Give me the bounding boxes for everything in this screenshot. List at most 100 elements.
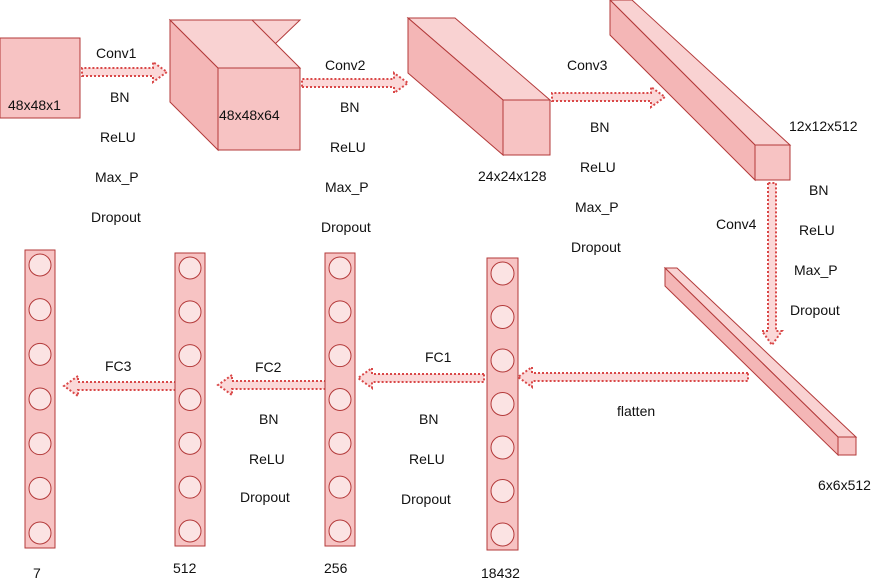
neuron: [328, 519, 352, 543]
neuron: [328, 300, 352, 324]
conv2-output-block: 24x24x128: [406, 16, 552, 184]
neuron: [28, 521, 52, 545]
neuron: [328, 388, 352, 411]
neuron: [178, 344, 202, 368]
conv1-op-conv: Conv1: [96, 45, 137, 61]
neuron: [178, 519, 202, 543]
neuron: [28, 432, 52, 456]
input-block: 48x48x1: [0, 37, 81, 119]
conv3-op-conv: Conv3: [567, 57, 608, 73]
column-18432: [486, 257, 519, 551]
conv3-output-block: 12x12x512: [609, 0, 858, 182]
fc1-arrow: [356, 366, 485, 390]
fc2-op-relu: ReLU: [249, 451, 285, 467]
neuron: [490, 261, 515, 286]
conv1-arrow: [81, 60, 169, 84]
conv2-op-relu: ReLU: [330, 139, 366, 155]
neuron: [490, 305, 515, 329]
fc3-op-fc: FC3: [105, 358, 132, 374]
conv1-ops: Conv1 BN ReLU Max_P Dropout: [91, 45, 141, 225]
conv1-output-label: 48x48x64: [219, 107, 280, 123]
flatten-label: flatten: [617, 403, 655, 419]
conv4-op-dropout: Dropout: [790, 302, 840, 318]
conv1-output-block: 48x48x64: [168, 18, 302, 152]
conv4-op-conv: Conv4: [716, 216, 757, 232]
conv1-op-bn: BN: [110, 89, 129, 105]
column-18432-label: 18432: [481, 565, 520, 581]
conv1-op-relu: ReLU: [100, 129, 136, 145]
neuron: [328, 431, 352, 455]
conv4-output-label: 6x6x512: [818, 477, 871, 493]
fc3-arrow: [62, 374, 177, 398]
conv3-op-bn: BN: [590, 119, 609, 135]
flatten-arrow: [516, 365, 749, 389]
fc2-arrow: [216, 373, 327, 397]
conv2-ops: Conv2 BN ReLU Max_P Dropout: [321, 57, 371, 235]
column-256-label: 256: [324, 560, 348, 576]
input-block-label: 48x48x1: [8, 97, 61, 113]
neuron: [28, 253, 52, 277]
conv4-op-relu: ReLU: [799, 222, 835, 238]
neuron: [28, 387, 52, 411]
conv2-arrow: [301, 71, 410, 95]
fc1-ops: FC1 BN ReLU Dropout: [401, 349, 452, 507]
neuron: [328, 344, 352, 368]
neuron: [28, 342, 52, 366]
neuron: [178, 431, 202, 455]
fc2-op-bn: BN: [259, 411, 278, 427]
column-512-label: 512: [173, 560, 197, 576]
conv4-op-maxp: Max_P: [794, 262, 838, 278]
conv3-output-side: [609, 0, 756, 182]
conv2-op-conv: Conv2: [325, 57, 366, 73]
fc1-op-dropout: Dropout: [401, 491, 451, 507]
neuron: [490, 522, 515, 547]
conv4-output-block: 6x6x512: [663, 266, 871, 493]
conv4-output-top: [663, 267, 858, 438]
neuron: [490, 435, 515, 460]
conv3-output-label: 12x12x512: [789, 118, 858, 134]
conv3-arrow: [551, 85, 667, 109]
conv2-output-front: [502, 99, 551, 156]
neuron: [28, 298, 52, 322]
conv1-output-front: [217, 67, 301, 151]
fc1-op-fc: FC1: [425, 349, 452, 365]
conv1-op-dropout: Dropout: [91, 209, 141, 225]
column-7-label: 7: [33, 565, 41, 581]
fc2-op-fc: FC2: [255, 359, 282, 375]
conv4-op-bn: BN: [809, 182, 828, 198]
conv3-output-front: [754, 144, 791, 181]
conv3-op-relu: ReLU: [580, 159, 616, 175]
input-block-face: [0, 37, 81, 119]
neuron: [178, 256, 202, 280]
neuron: [490, 392, 515, 416]
conv4-output-front: [837, 436, 857, 456]
conv2-op-dropout: Dropout: [321, 219, 371, 235]
neuron: [328, 256, 352, 280]
fc1-op-bn: BN: [419, 411, 438, 427]
neuron: [490, 479, 515, 503]
arrows: [62, 60, 784, 398]
neuron: [328, 475, 352, 499]
conv3-op-dropout: Dropout: [571, 239, 621, 255]
neuron: [178, 300, 202, 324]
neuron: [178, 475, 202, 499]
conv2-op-maxp: Max_P: [325, 179, 369, 195]
conv3-op-maxp: Max_P: [575, 199, 619, 215]
column-7: [24, 249, 56, 549]
conv4-output-side: [664, 266, 839, 457]
neuron: [490, 348, 515, 373]
neuron-columns: [24, 249, 519, 551]
conv4-ops: Conv4 BN ReLU Max_P Dropout: [716, 182, 840, 318]
conv1-op-maxp: Max_P: [95, 169, 139, 185]
conv2-output-label: 24x24x128: [478, 168, 547, 184]
fc2-ops: FC2 BN ReLU Dropout: [240, 359, 290, 505]
conv4-arrow: [760, 182, 784, 347]
column-512: [174, 252, 206, 547]
neuron: [178, 388, 202, 411]
column-256: [324, 252, 356, 547]
neuron: [28, 476, 52, 500]
conv2-op-bn: BN: [340, 99, 359, 115]
fc2-op-dropout: Dropout: [240, 489, 290, 505]
conv3-ops: Conv3 BN ReLU Max_P Dropout: [567, 57, 621, 255]
